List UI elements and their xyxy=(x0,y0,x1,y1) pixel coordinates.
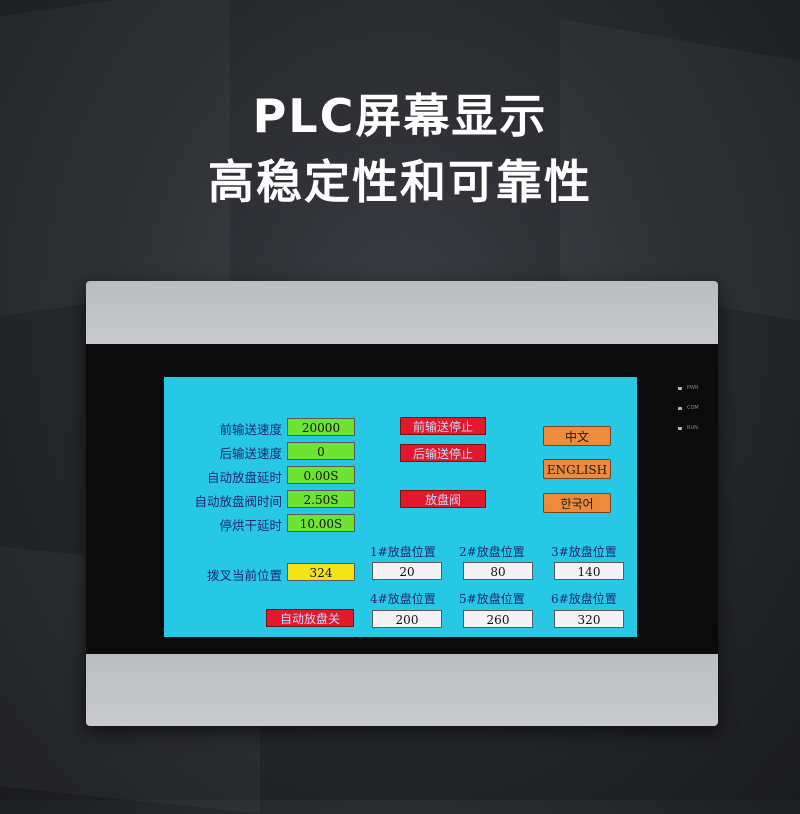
param-value-auto-delay[interactable]: 0.00S xyxy=(287,466,355,484)
fork-position-value: 324 xyxy=(287,563,355,581)
led-indicator-com xyxy=(678,407,682,410)
param-label-front-speed: 前输送速度 xyxy=(219,422,282,437)
auto-tray-toggle-button[interactable]: 自动放盘关 xyxy=(266,609,354,627)
param-label-auto-delay: 自动放盘延时 xyxy=(206,470,282,485)
front-conveyor-stop-button[interactable]: 前输送停止 xyxy=(400,417,486,435)
led-label-pwr: PWR xyxy=(687,385,699,391)
tray-position-label-5: 5#放盘位置 xyxy=(459,592,525,606)
headline-line1: PLC屏幕显示 xyxy=(252,89,548,143)
param-value-valve-time[interactable]: 2.50S xyxy=(287,490,355,508)
language-chinese-button[interactable]: 中文 xyxy=(543,426,611,446)
tray-position-value-2[interactable]: 80 xyxy=(463,562,533,580)
led-label-run: RUN xyxy=(687,425,698,431)
rear-conveyor-stop-button[interactable]: 后输送停止 xyxy=(400,444,486,462)
tray-position-value-1[interactable]: 20 xyxy=(372,562,442,580)
param-value-dryer-delay[interactable]: 10.00S xyxy=(287,514,355,532)
hmi-screen: 前输送速度 后输送速度 自动放盘延时 自动放盘阀时间 停烘干延时 20000 0… xyxy=(164,377,637,637)
tray-position-label-1: 1#放盘位置 xyxy=(370,545,436,559)
tray-valve-button[interactable]: 放盘阀 xyxy=(400,490,486,508)
tray-position-value-6[interactable]: 320 xyxy=(554,610,624,628)
language-korean-button[interactable]: 한국어 xyxy=(543,493,611,513)
led-indicator-run xyxy=(678,427,682,430)
language-english-button[interactable]: ENGLISH xyxy=(543,459,611,479)
tray-position-label-4: 4#放盘位置 xyxy=(370,592,436,606)
led-label-com: COM xyxy=(687,405,699,411)
param-label-dryer-delay: 停烘干延时 xyxy=(219,518,282,533)
tray-position-label-6: 6#放盘位置 xyxy=(551,592,617,606)
tray-position-label-2: 2#放盘位置 xyxy=(459,545,525,559)
tray-position-value-5[interactable]: 260 xyxy=(463,610,533,628)
param-label-rear-speed: 后输送速度 xyxy=(219,446,282,461)
headline-line2: 高稳定性和可靠性 xyxy=(208,155,592,209)
led-indicator-pwr xyxy=(678,387,682,390)
param-value-rear-speed[interactable]: 0 xyxy=(287,442,355,460)
tray-position-label-3: 3#放盘位置 xyxy=(551,545,617,559)
tray-position-value-4[interactable]: 200 xyxy=(372,610,442,628)
param-label-valve-time: 自动放盘阀时间 xyxy=(194,494,282,509)
tray-position-value-3[interactable]: 140 xyxy=(554,562,624,580)
param-value-front-speed[interactable]: 20000 xyxy=(287,418,355,436)
fork-position-label: 拨叉当前位置 xyxy=(206,568,282,583)
